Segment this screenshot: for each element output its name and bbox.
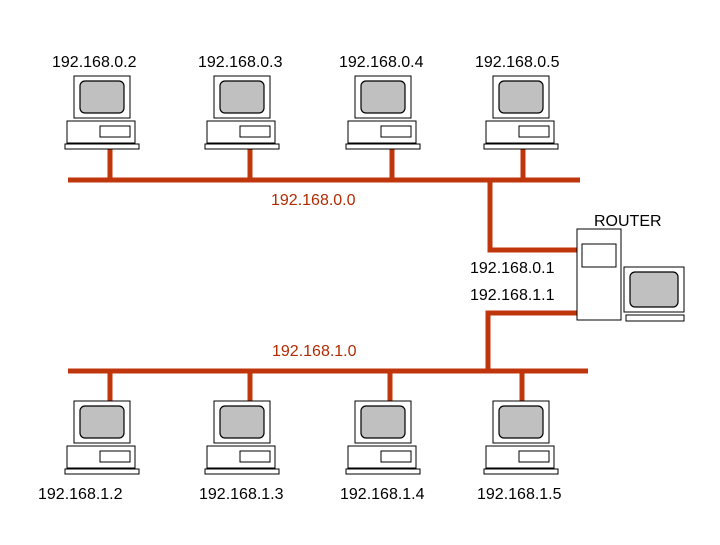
workstation-icon-192-168-0-3 (204, 75, 280, 150)
router-monitor-screen (629, 271, 679, 308)
drive-bay (518, 450, 550, 463)
host-label-192-168-0-3: 192.168.0.3 (198, 54, 283, 71)
drive-bay (99, 450, 131, 463)
keyboard (64, 143, 140, 150)
router-tower (576, 228, 622, 321)
monitor-screen (79, 80, 125, 114)
router-ip-bottom: 192.168.1.1 (470, 287, 555, 304)
monitor-screen (219, 80, 265, 114)
router-link-bottom (485, 310, 580, 371)
workstation-icon-192-168-1-4 (345, 400, 421, 475)
monitor-screen (498, 80, 544, 114)
keyboard (345, 468, 421, 475)
monitor-screen (360, 405, 406, 439)
workstation-icon-192-168-0-4 (345, 75, 421, 150)
keyboard (483, 143, 559, 150)
network-label-bottom: 192.168.1.0 (272, 343, 357, 360)
host-label-192-168-1-4: 192.168.1.4 (340, 486, 425, 503)
host-label-192-168-0-4: 192.168.0.4 (339, 54, 424, 71)
keyboard (345, 143, 421, 150)
monitor-screen (498, 405, 544, 439)
host-label-192-168-1-5: 192.168.1.5 (477, 486, 562, 503)
drive-bay (518, 125, 550, 138)
router-monitor-icon (623, 266, 685, 322)
keyboard (204, 143, 280, 150)
monitor-screen (360, 80, 406, 114)
workstation-icon-192-168-0-5 (483, 75, 559, 150)
host-label-192-168-1-3: 192.168.1.3 (199, 486, 284, 503)
monitor-screen (79, 405, 125, 439)
router-link-top (487, 180, 580, 253)
router-ip-top: 192.168.0.1 (470, 260, 555, 277)
keyboard (204, 468, 280, 475)
host-label-192-168-0-2: 192.168.0.2 (52, 54, 137, 71)
devices (64, 75, 685, 475)
drive-bay (239, 450, 271, 463)
drive-bay (380, 125, 412, 138)
workstation-icon-192-168-1-2 (64, 400, 140, 475)
router-keyboard (625, 314, 685, 322)
router-label: ROUTER (594, 213, 662, 230)
host-label-192-168-1-2: 192.168.1.2 (38, 486, 123, 503)
keyboard (64, 468, 140, 475)
network-label-top: 192.168.0.0 (271, 192, 356, 209)
drive-bay (99, 125, 131, 138)
drive-bay (380, 450, 412, 463)
workstation-icon-192-168-1-5 (483, 400, 559, 475)
cables (68, 149, 588, 402)
workstation-icon-192-168-0-2 (64, 75, 140, 150)
workstation-icon-192-168-1-3 (204, 400, 280, 475)
drive-bay (239, 125, 271, 138)
host-label-192-168-0-5: 192.168.0.5 (475, 54, 560, 71)
monitor-screen (219, 405, 265, 439)
router-tower-icon (576, 228, 622, 321)
router-drive-bay (581, 243, 617, 268)
keyboard (483, 468, 559, 475)
